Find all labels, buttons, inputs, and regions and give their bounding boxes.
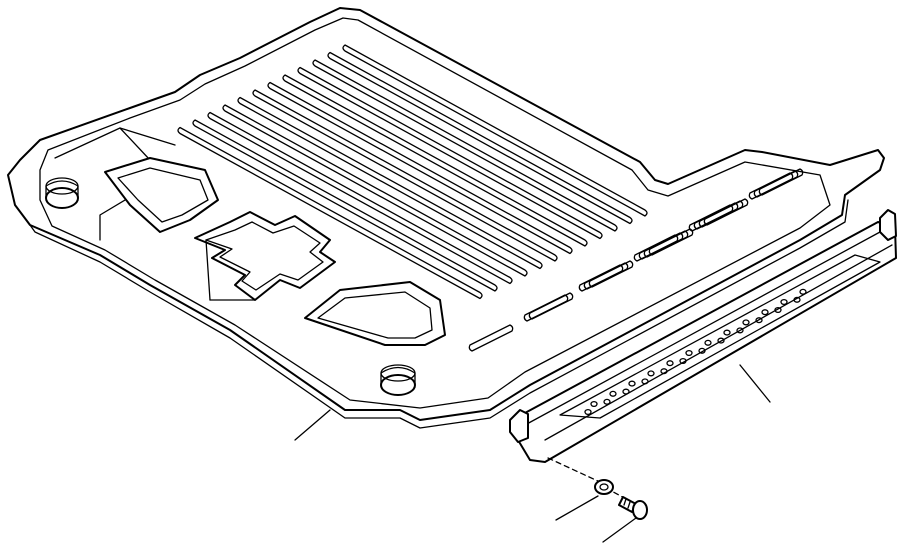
plate-hole [780, 298, 788, 306]
mat-rib [342, 44, 648, 217]
mat-rib [468, 324, 514, 352]
mat-rib [583, 262, 629, 290]
screw [618, 496, 648, 520]
floor-mat [7, 7, 885, 429]
plate-holes [584, 288, 807, 416]
leader-retainer-plate [739, 364, 771, 403]
plate-hole [660, 368, 668, 375]
mat-rib [207, 111, 513, 285]
mat-retainer-plate [509, 209, 897, 463]
plate-hole [704, 339, 712, 346]
leader-floor-mat [294, 409, 331, 441]
plate-hole [603, 398, 611, 405]
mat-rib [282, 74, 588, 247]
pedal-cutout [194, 211, 336, 301]
mat-rib [237, 96, 543, 270]
mat-rib [638, 232, 684, 260]
plate-hole [799, 288, 807, 295]
plate-hole [723, 329, 731, 336]
mat-rib [698, 200, 744, 228]
mat-rib [312, 59, 618, 232]
mat-rib [267, 81, 573, 255]
mat-rib [192, 119, 498, 292]
mat-rib [523, 294, 569, 322]
mat-rib [588, 260, 634, 288]
mat-crease [119, 127, 176, 146]
plate-hole [647, 370, 655, 377]
plate-hole [584, 408, 592, 416]
plate-hole [685, 349, 693, 357]
mat-rib [693, 202, 739, 230]
heel-pad-left [104, 157, 219, 233]
leader-washer [555, 495, 599, 521]
plate-hole [761, 309, 769, 316]
mount-boss-left [45, 177, 79, 209]
plate-hole [717, 337, 725, 344]
mat-rib [633, 234, 679, 262]
mat-rib [528, 292, 574, 320]
mat-rib [703, 198, 749, 226]
mat-lower-edge [29, 199, 849, 429]
mat-outer-edge [7, 7, 885, 421]
mat-rib [222, 104, 528, 277]
plate-hole [628, 380, 636, 387]
fastener-axis [547, 457, 601, 483]
plate-hole [590, 400, 598, 408]
mat-rib [578, 264, 624, 292]
mat-rib [688, 204, 734, 232]
mat-rib [643, 230, 689, 258]
plate-hole [774, 306, 782, 314]
mat-rib [327, 51, 633, 225]
plate-hole [736, 327, 744, 334]
plate-hole [679, 357, 687, 365]
mat-rib [177, 126, 483, 300]
plate-hole [742, 319, 750, 326]
mat-rib [252, 89, 558, 262]
mat-rib [753, 170, 799, 198]
heel-pad-right [304, 281, 446, 346]
plate-hole [793, 296, 801, 303]
plate-hole [641, 378, 649, 385]
mat-rib [758, 168, 804, 196]
plate-hole [698, 347, 706, 354]
plate-hole [622, 388, 630, 395]
mat-rib [297, 66, 603, 240]
mount-boss-right [380, 364, 416, 396]
plate-hole [755, 317, 763, 324]
mat-rib [748, 172, 794, 200]
plate-hole [609, 390, 617, 397]
washer [594, 479, 614, 495]
leader-screw [602, 517, 637, 543]
plate-hole [666, 360, 674, 367]
mat-inner-rim [39, 17, 831, 409]
mat-ribs [177, 44, 804, 352]
